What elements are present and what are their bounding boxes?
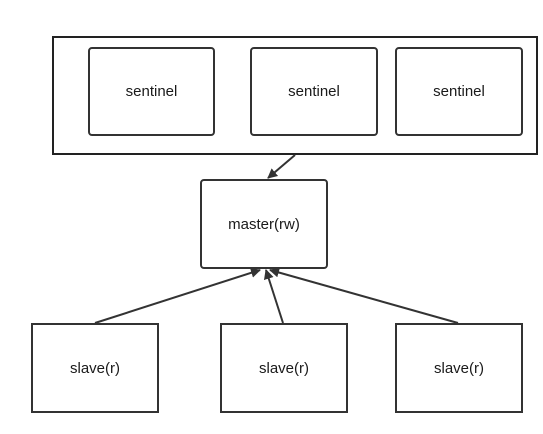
- sentinel-label: sentinel: [125, 83, 178, 100]
- slave-label: slave(r): [69, 359, 120, 377]
- slave-node-3: slave(r): [395, 323, 523, 413]
- slave-2-to-master-arrow: [263, 269, 284, 324]
- sentinel-label: sentinel: [288, 83, 340, 100]
- slave-node-2: slave(r): [220, 323, 348, 413]
- sentinel-node-2: sentinel: [250, 47, 378, 136]
- slave-3-to-master-arrow: [269, 267, 459, 324]
- slave-label: slave(r): [433, 359, 484, 377]
- slave-node-1: slave(r): [31, 323, 159, 413]
- sentinel-label: sentinel: [433, 83, 485, 100]
- slave-label: slave(r): [258, 359, 309, 377]
- master-label: master(rw): [228, 215, 300, 233]
- sentinel-to-master-arrow: [267, 154, 296, 179]
- sentinel-node-1: sentinel: [88, 47, 215, 136]
- master-node: master(rw): [200, 179, 328, 269]
- slave-1-to-master-arrow: [94, 267, 261, 324]
- sentinel-node-3: sentinel: [395, 47, 523, 136]
